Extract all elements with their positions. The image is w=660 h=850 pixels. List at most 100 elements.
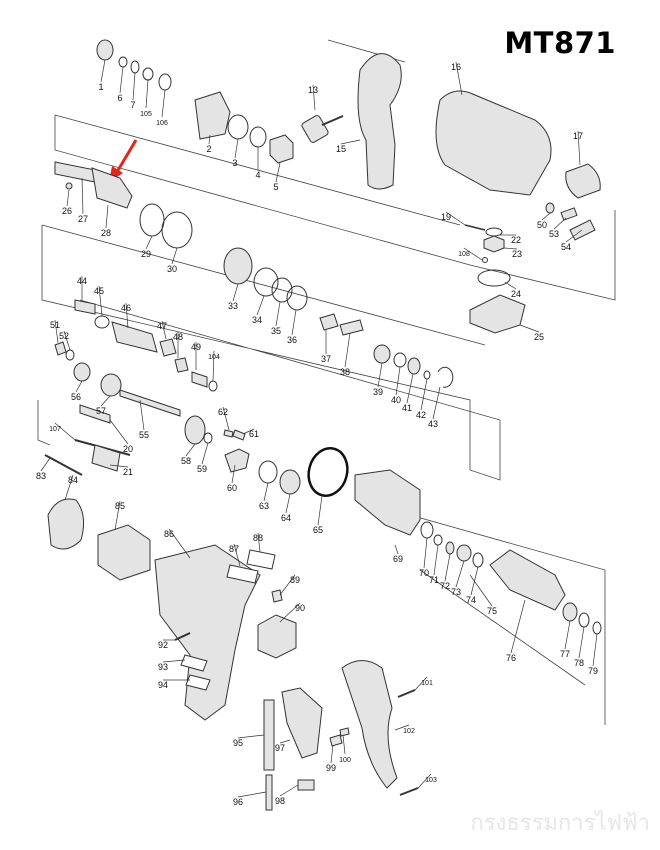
part-shape-95	[263, 699, 275, 771]
leader-line-77	[564, 620, 571, 650]
part-label-48: 48	[173, 332, 183, 342]
part-label-72: 72	[440, 581, 450, 591]
part-label-94: 94	[158, 680, 168, 690]
leader-line-98	[279, 784, 299, 797]
part-label-102: 102	[403, 728, 415, 735]
part-shape-87	[226, 564, 259, 584]
leader-line-56	[75, 380, 83, 393]
leader-line-35	[275, 301, 281, 327]
part-shape-65	[307, 447, 349, 497]
part-label-86: 86	[164, 529, 174, 539]
part-label-54: 54	[561, 242, 571, 252]
leader-line-7	[132, 72, 136, 101]
part-shape-40	[393, 352, 407, 368]
part-label-36: 36	[287, 335, 297, 345]
part-label-76: 76	[506, 653, 516, 663]
part-label-97: 97	[275, 743, 285, 753]
part-label-26: 26	[62, 206, 72, 216]
part-shape-77	[562, 602, 578, 622]
part-label-16: 16	[451, 62, 461, 72]
part-shape-17	[565, 163, 601, 199]
part-label-46: 46	[121, 303, 131, 313]
part-shape-21	[91, 444, 121, 472]
leader-line-85	[114, 500, 121, 531]
part-label-34: 34	[252, 315, 262, 325]
part-label-56: 56	[71, 392, 81, 402]
part-shape-98	[297, 779, 315, 791]
part-shape-102	[341, 660, 398, 789]
leader-line-41	[406, 373, 414, 404]
part-label-70: 70	[419, 568, 429, 578]
part-label-59: 59	[197, 464, 207, 474]
leader-line-42	[420, 378, 428, 411]
part-shape-100	[339, 727, 350, 737]
leader-line-95	[237, 734, 265, 739]
part-label-64: 64	[281, 513, 291, 523]
part-label-73: 73	[451, 587, 461, 597]
part-label-71: 71	[429, 575, 439, 585]
part-shape-62	[223, 429, 234, 438]
leader-line-15	[340, 139, 361, 145]
part-label-6: 6	[117, 93, 122, 103]
leader-line-101	[414, 676, 428, 691]
part-shape-78	[578, 612, 590, 628]
part-shape-16	[435, 90, 552, 196]
part-shape-47	[159, 338, 177, 357]
part-shape-30	[161, 211, 193, 249]
part-shape-39	[373, 344, 391, 364]
part-shape-13	[301, 115, 329, 143]
part-label-51: 51	[50, 320, 60, 330]
part-shape-94	[185, 674, 211, 691]
part-label-21: 21	[123, 467, 133, 477]
part-shape-90	[257, 614, 297, 659]
part-shape-104	[208, 380, 218, 392]
part-shape-37	[319, 313, 339, 331]
part-shape-57	[100, 373, 122, 397]
region-line-lower	[37, 400, 51, 446]
part-shape-83	[44, 454, 83, 476]
part-label-44: 44	[77, 276, 87, 286]
leader-line-96	[237, 791, 267, 798]
part-shape-79	[592, 621, 602, 635]
part-label-55: 55	[139, 430, 149, 440]
leader-line-26	[66, 189, 70, 207]
part-shape-7	[130, 60, 140, 74]
leader-line-47	[161, 320, 167, 340]
part-label-63: 63	[259, 501, 269, 511]
part-shape-49	[191, 371, 208, 388]
part-label-96: 96	[233, 797, 243, 807]
leader-line-1	[100, 59, 106, 83]
part-shape-105	[142, 67, 154, 81]
part-label-22: 22	[511, 235, 521, 245]
leader-line-13	[312, 84, 316, 111]
leader-line-79	[592, 633, 598, 667]
region-line-front-bottom	[54, 114, 461, 226]
part-label-37: 37	[321, 354, 331, 364]
leader-line-107	[54, 422, 76, 441]
part-label-15: 15	[336, 144, 346, 154]
part-label-3: 3	[232, 158, 237, 168]
part-label-103: 103	[425, 777, 437, 784]
part-shape-29	[139, 203, 165, 237]
part-label-105: 105	[140, 111, 152, 118]
leader-line-40	[395, 366, 401, 396]
leader-line-38	[344, 332, 351, 368]
part-label-69: 69	[393, 554, 403, 564]
leader-line-69	[394, 544, 399, 555]
leader-line-70	[423, 537, 428, 569]
leader-line-89	[279, 574, 296, 596]
leader-line-102	[394, 724, 410, 731]
part-shape-13-shaft	[321, 115, 344, 126]
leader-line-88	[257, 532, 261, 553]
part-label-17: 17	[573, 131, 583, 141]
part-label-41: 41	[402, 403, 412, 413]
leader-line-52	[63, 330, 71, 351]
part-shape-33	[223, 247, 253, 285]
leader-line-75	[469, 574, 493, 607]
part-label-75: 75	[487, 606, 497, 616]
leader-line-3	[234, 138, 239, 159]
part-shape-24	[477, 269, 511, 287]
part-shape-92	[174, 632, 191, 641]
leader-line-100	[342, 734, 346, 755]
